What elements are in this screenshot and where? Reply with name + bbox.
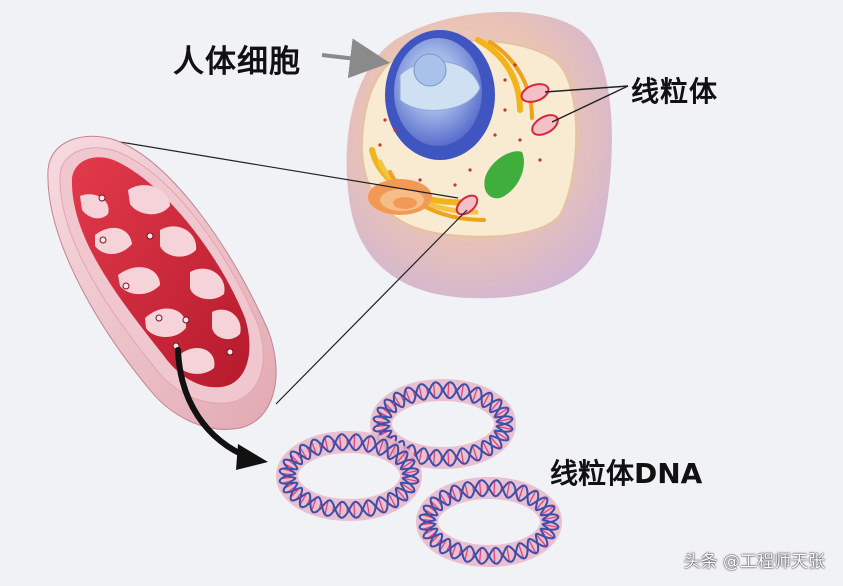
mtdna-ring (276, 431, 422, 521)
human-cell (346, 11, 612, 299)
mtdna-rings (276, 379, 562, 567)
mtdna-ring (370, 379, 516, 469)
cell-mitochondria (455, 83, 559, 216)
cell-label: 人体细胞 (173, 44, 301, 80)
nucleus (385, 30, 495, 160)
dna-pointer-arrow (175, 347, 268, 470)
mitochondria-leader-lines (544, 85, 629, 123)
mitochondria-label: 线粒体 (631, 75, 719, 108)
ribosomes (378, 63, 542, 187)
zoom-lines (95, 137, 468, 405)
enlarged-mitochondrion (47, 135, 277, 430)
golgi-apparatus (368, 179, 432, 215)
mtdna-ring (416, 477, 562, 567)
green-organelle (484, 151, 524, 199)
cell-pointer-arrow (321, 38, 390, 79)
watermark: 头条 @工程师天张 (683, 552, 825, 572)
mtdna-label: 线粒体DNA (550, 457, 703, 490)
